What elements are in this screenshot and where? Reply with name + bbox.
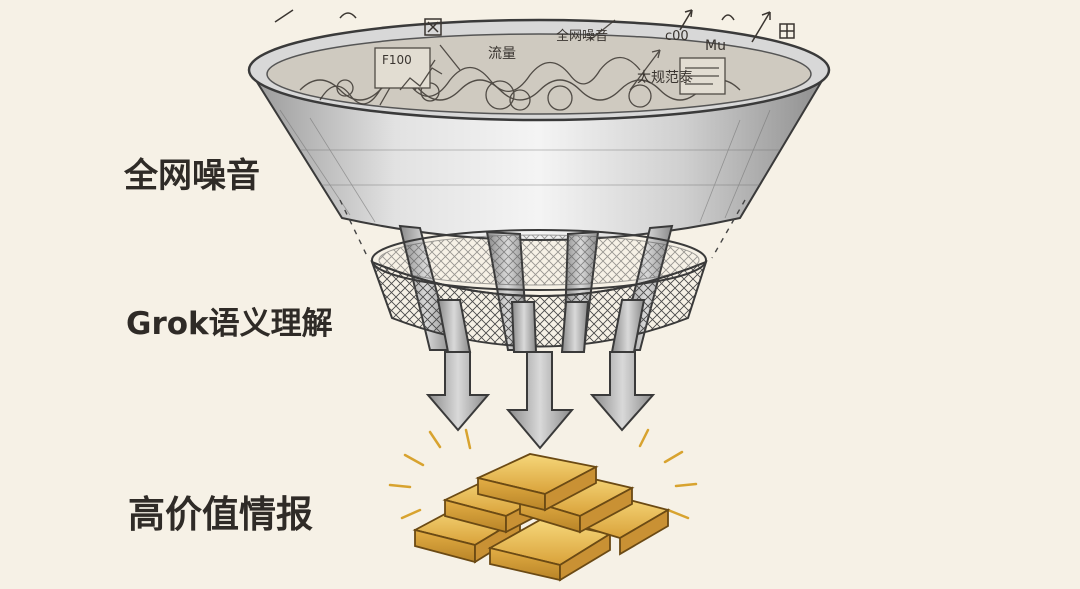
gold-bars: [412, 453, 671, 582]
noise-tag-text: 全网噪音: [556, 28, 608, 44]
doodle-text-a: F100: [382, 53, 412, 67]
arrow-center: [505, 351, 575, 450]
arrow-right: [589, 351, 656, 432]
label-network-noise: 全网噪音: [124, 156, 260, 196]
sparkle-rays: [388, 428, 698, 520]
doodle-text-c: c00: [665, 29, 689, 44]
doodle-text-d: Mu: [705, 38, 726, 54]
noise-pile: [299, 19, 741, 111]
output-arrows: [425, 351, 656, 450]
arrow-left: [425, 351, 491, 432]
traffic-tag-text: 流量: [488, 46, 516, 62]
doodle-text-b: 太规范泰: [637, 69, 693, 86]
mesh-filter-ring: [370, 229, 708, 348]
label-high-value-intel: 高价值情报: [128, 493, 313, 536]
label-grok-semantic: Grok语义理解: [126, 306, 333, 342]
